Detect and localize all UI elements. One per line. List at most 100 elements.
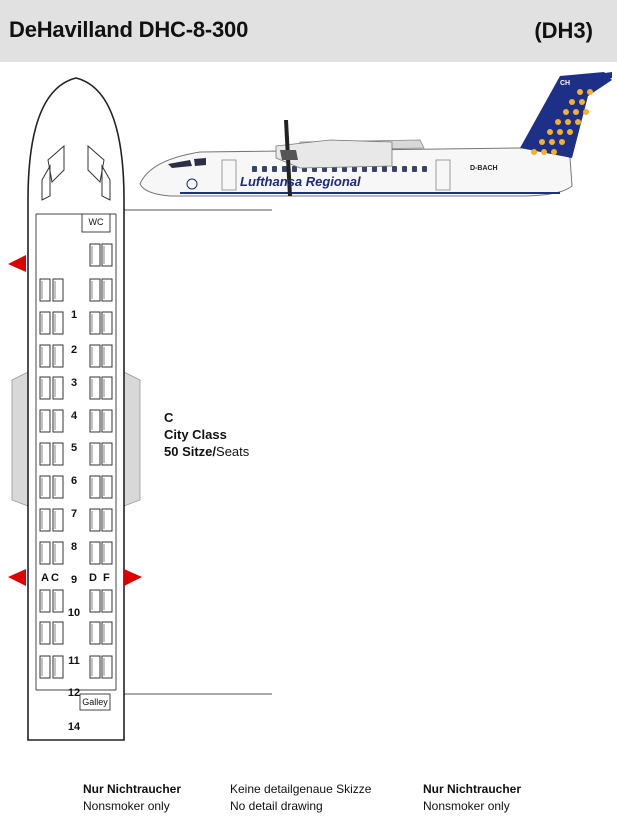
seat-5-f[interactable] (101, 376, 113, 400)
wc-label: WC (88, 217, 104, 227)
seat-9-f[interactable] (101, 508, 113, 532)
row-label-11: 11 (68, 655, 80, 667)
page-title: DeHavilland DHC-8-300 (9, 17, 249, 42)
galley-label: Galley (82, 697, 108, 707)
seat-10-c[interactable] (52, 541, 64, 565)
seat-14-d[interactable] (89, 655, 101, 679)
seat-7-c[interactable] (52, 442, 64, 466)
seat-4-c[interactable] (52, 344, 64, 368)
note-left: Nur Nichtraucher Nonsmoker only (83, 781, 181, 815)
seat-14-c[interactable] (52, 655, 64, 679)
registration-mark: D-BACH (470, 165, 498, 172)
row-label-12: 12 (67, 687, 81, 699)
seat-4-a[interactable] (39, 344, 51, 368)
header-bar: DeHavilland DHC-8-300 (DH3) (0, 0, 617, 62)
seat-1-d[interactable] (89, 243, 101, 267)
exit-arrow-rear-left (8, 569, 26, 586)
cabin-class-name: City Class (164, 427, 227, 442)
aircraft-illustration (139, 72, 612, 197)
exit-arrow-front-left (8, 255, 26, 272)
seat-12-c[interactable] (52, 621, 64, 645)
column-letter-f: F (103, 572, 110, 584)
aircraft-code: (DH3) (534, 18, 593, 43)
note-center-line1: Keine detailgenaue Skizze (230, 782, 372, 796)
seat-8-f[interactable] (101, 475, 113, 499)
seat-11-c[interactable] (52, 589, 64, 613)
note-right-bold: Nur Nichtraucher (423, 782, 522, 796)
note-right-normal: Nonsmoker only (423, 799, 510, 813)
seat-4-f[interactable] (101, 344, 113, 368)
tail-code: CH (560, 80, 571, 87)
seats-group (39, 243, 113, 679)
row-label-10: 10 (67, 607, 81, 619)
row-label-8: 8 (70, 541, 78, 553)
cockpit-window-left (47, 144, 65, 184)
seat-7-f[interactable] (101, 442, 113, 466)
note-left-bold: Nur Nichtraucher (83, 782, 182, 796)
seat-6-a[interactable] (39, 409, 51, 433)
seat-5-a[interactable] (39, 376, 51, 400)
seat-9-c[interactable] (52, 508, 64, 532)
column-letter-d: D (89, 572, 97, 584)
row-label-6: 6 (70, 475, 78, 487)
row-label-5: 5 (70, 442, 78, 454)
seat-10-a[interactable] (39, 541, 51, 565)
seat-6-d[interactable] (89, 409, 101, 433)
seat-2-a[interactable] (39, 278, 51, 302)
seat-14-a[interactable] (39, 655, 51, 679)
column-letter-c: C (51, 572, 59, 584)
wing-left (11, 371, 29, 507)
seat-12-a[interactable] (39, 621, 51, 645)
seat-2-d[interactable] (89, 278, 101, 302)
seat-8-a[interactable] (39, 475, 51, 499)
seat-9-a[interactable] (39, 508, 51, 532)
row-label-4: 4 (70, 410, 78, 422)
seat-3-f[interactable] (101, 311, 113, 335)
cabin-info: C City Class 50 Sitze/Seats (164, 409, 249, 460)
seat-1-f[interactable] (101, 243, 113, 267)
note-center: Keine detailgenaue Skizze No detail draw… (230, 781, 371, 815)
cabin-seat-count: 50 Sitze/Seats (164, 443, 249, 460)
seat-3-a[interactable] (39, 311, 51, 335)
row-label-1: 1 (70, 309, 78, 321)
seat-5-d[interactable] (89, 376, 101, 400)
seat-8-c[interactable] (52, 475, 64, 499)
seat-14-f[interactable] (101, 655, 113, 679)
seat-2-f[interactable] (101, 278, 113, 302)
seat-11-f[interactable] (101, 589, 113, 613)
column-letter-a: A (41, 572, 49, 584)
seat-10-d[interactable] (89, 541, 101, 565)
row-label-2: 2 (70, 344, 78, 356)
row-label-14: 14 (67, 721, 81, 733)
cabin-class-code: C (164, 410, 174, 425)
seat-7-d[interactable] (89, 442, 101, 466)
row-label-3: 3 (70, 377, 78, 389)
seat-11-a[interactable] (39, 589, 51, 613)
seat-10-f[interactable] (101, 541, 113, 565)
seat-9-d[interactable] (89, 508, 101, 532)
seat-3-c[interactable] (52, 311, 64, 335)
row-label-7: 7 (70, 508, 78, 520)
seat-count-word: Seats (216, 444, 250, 459)
seat-count-value: 50 Sitze/ (164, 444, 217, 459)
wing-right (123, 371, 141, 507)
cockpit-window-right (87, 144, 105, 184)
note-left-normal: Nonsmoker only (83, 799, 170, 813)
seat-4-d[interactable] (89, 344, 101, 368)
livery-text: Lufthansa Regional (240, 174, 361, 189)
seat-11-d[interactable] (89, 589, 101, 613)
wc-box (81, 213, 111, 233)
seat-5-c[interactable] (52, 376, 64, 400)
seat-3-d[interactable] (89, 311, 101, 335)
seat-7-a[interactable] (39, 442, 51, 466)
seat-6-f[interactable] (101, 409, 113, 433)
galley-box (79, 693, 111, 711)
seat-map (8, 77, 272, 741)
seat-2-c[interactable] (52, 278, 64, 302)
seat-12-d[interactable] (89, 621, 101, 645)
note-right: Nur Nichtraucher Nonsmoker only (423, 781, 521, 815)
seat-8-d[interactable] (89, 475, 101, 499)
seat-12-f[interactable] (101, 621, 113, 645)
row-label-9: 9 (70, 574, 78, 586)
seat-6-c[interactable] (52, 409, 64, 433)
